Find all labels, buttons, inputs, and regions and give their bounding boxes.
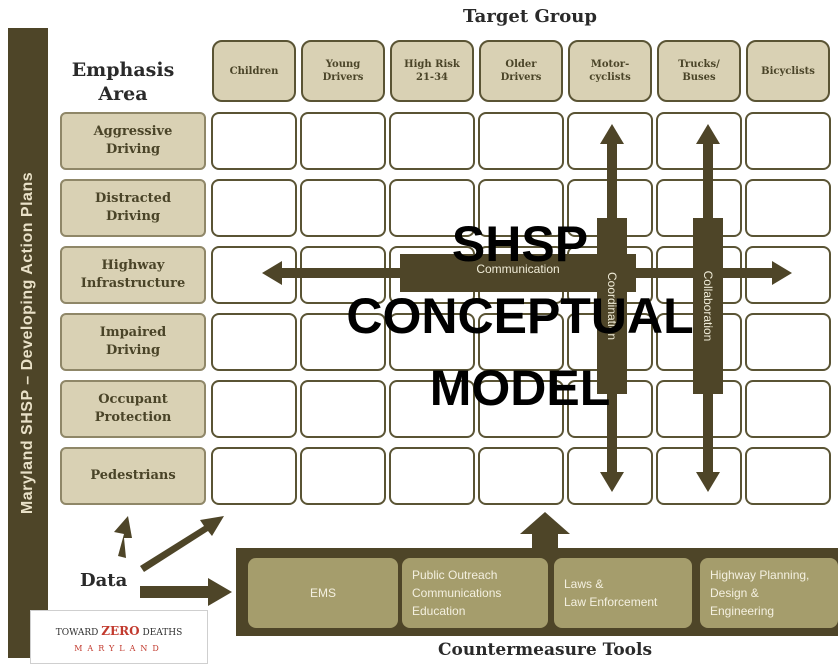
matrix-cell — [389, 179, 475, 237]
matrix-cell — [389, 447, 475, 505]
matrix-cell — [211, 179, 297, 237]
coordination-arrow-up — [600, 124, 624, 144]
matrix-cell — [300, 179, 386, 237]
matrix-cell — [745, 112, 831, 170]
data-arrow-up — [114, 516, 132, 558]
matrix-cell — [389, 313, 475, 371]
matrix-cell — [389, 380, 475, 438]
countermeasure-arrow-head — [520, 512, 570, 534]
matrix-cell — [211, 380, 297, 438]
emphasis-title-line: Area — [98, 83, 148, 105]
logo-line-1: TOWARD ZERO DEATHS — [55, 624, 183, 638]
matrix-cell — [745, 447, 831, 505]
matrix-cell — [211, 112, 297, 170]
countermeasure-tools-title: Countermeasure Tools — [437, 640, 653, 660]
emphasis-area-title: Emphasis Area — [58, 58, 188, 106]
matrix-cell — [478, 447, 564, 505]
side-band — [8, 28, 48, 658]
matrix-cell — [478, 380, 564, 438]
matrix-cell — [300, 313, 386, 371]
emphasis-pedestrians: Pedestrians — [60, 447, 206, 505]
target-group-motorcyclists: Motor-cyclists — [568, 40, 652, 102]
target-group-title: Target Group — [463, 6, 597, 27]
target-group-children: Children — [212, 40, 296, 102]
matrix-cell — [478, 179, 564, 237]
collaboration-arrow-down — [696, 472, 720, 492]
coordination-arrow-down — [600, 472, 624, 492]
countermeasure-arrow-stem — [532, 530, 558, 550]
data-arrow-diagonal — [140, 516, 224, 572]
communication-label: Communication — [476, 262, 560, 276]
matrix-cell — [389, 112, 475, 170]
communication-bar — [400, 254, 636, 292]
matrix-cell — [656, 112, 742, 170]
tool-highway-planning: Highway Planning,Design &Engineering — [700, 558, 838, 628]
matrix-cell — [745, 313, 831, 371]
matrix-cell — [211, 313, 297, 371]
toward-zero-deaths-logo — [30, 610, 208, 664]
matrix-cell — [745, 179, 831, 237]
tool-ems: EMS — [248, 558, 398, 628]
matrix-cell — [478, 112, 564, 170]
coordination-bar — [597, 218, 627, 394]
data-arrow-right — [140, 578, 232, 606]
matrix-cell — [211, 447, 297, 505]
communication-arrow-right — [772, 261, 792, 285]
emphasis-title-line: Emphasis — [71, 59, 175, 81]
matrix-cell — [745, 380, 831, 438]
target-group-trucks-buses: Trucks/Buses — [657, 40, 741, 102]
collaboration-bar — [693, 218, 723, 394]
collaboration-arrow-up — [696, 124, 720, 144]
data-label: Data — [80, 570, 128, 591]
overlay-title: SHSP CONCEPTUAL MODEL — [346, 216, 694, 416]
tool-laws-enforcement: Laws &Law Enforcement — [554, 558, 692, 628]
matrix-cell — [478, 313, 564, 371]
communication-arrow-left — [262, 261, 282, 285]
matrix-cell — [300, 380, 386, 438]
target-group-bicyclists: Bicyclists — [746, 40, 830, 102]
matrix-cell — [300, 112, 386, 170]
matrix-cell — [300, 447, 386, 505]
logo-line-2: MARYLAND — [74, 644, 164, 653]
